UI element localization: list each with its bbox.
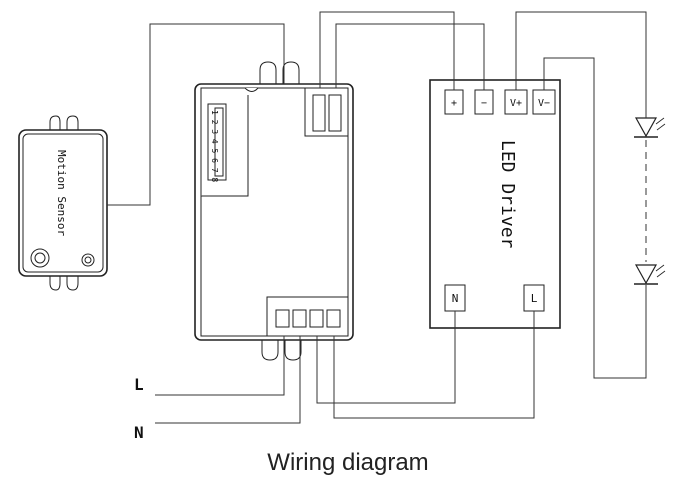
terminal-l[interactable]: L <box>523 284 545 312</box>
terminal-n-label: N <box>452 292 459 305</box>
terminal-minus-label: − <box>481 98 487 109</box>
mains-line-label: L <box>134 375 144 394</box>
motion-sensor-label: Motion Sensor <box>55 150 68 236</box>
terminal-v-plus[interactable]: V+ <box>504 89 528 115</box>
terminal-l-label: L <box>531 292 538 305</box>
led-top <box>634 117 666 138</box>
terminal-v-minus[interactable]: V− <box>532 89 556 115</box>
controller-module: 1 2 3 4 5 6 7 8 <box>194 61 354 361</box>
led-driver: + − V+ V− LED Driver N L <box>429 79 561 329</box>
motion-sensor: Motion Sensor <box>18 115 108 291</box>
terminal-minus[interactable]: − <box>474 89 494 115</box>
terminal-plus[interactable]: + <box>444 89 464 115</box>
caption: Wiring diagram <box>267 449 428 476</box>
terminal-plus-label: + <box>451 98 457 109</box>
dip-switch[interactable]: 1 2 3 4 5 6 7 8 <box>207 103 227 182</box>
led-driver-label: LED Driver <box>497 140 518 249</box>
led-string <box>634 117 666 285</box>
dip-switch-label: 1 2 3 4 5 6 7 8 <box>210 110 219 182</box>
wires <box>107 11 647 424</box>
led-bottom <box>634 264 666 285</box>
terminal-v-minus-label: V− <box>538 98 550 109</box>
terminal-n[interactable]: N <box>444 284 466 312</box>
terminal-v-plus-label: V+ <box>510 98 522 109</box>
mains-neutral-label: N <box>134 423 144 442</box>
